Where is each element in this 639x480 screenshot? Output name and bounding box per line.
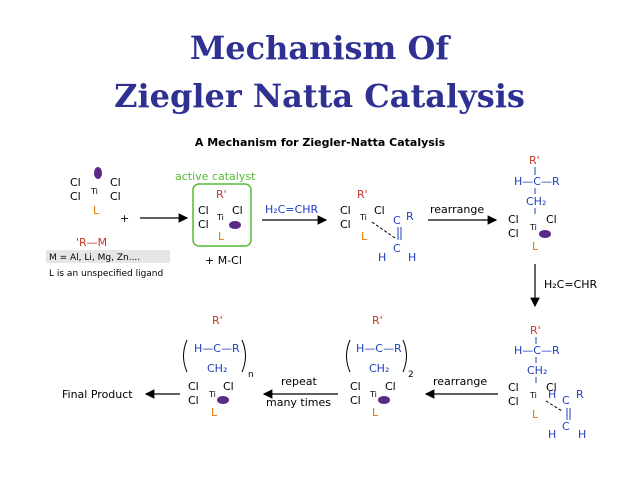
mechanism-diagram: A Mechanism for Ziegler-Natta Catalysis … — [46, 136, 598, 441]
svg-text:L: L — [532, 408, 539, 421]
svg-text:Cl: Cl — [340, 218, 351, 231]
insertion-product: R' H—C—R CH₂ Cl Cl Cl Ti L — [508, 154, 560, 253]
rearrange-label-1: rearrange — [430, 203, 484, 216]
svg-text:Cl: Cl — [188, 394, 199, 407]
svg-text:H—C—R: H—C—R — [514, 175, 560, 188]
svg-text:H: H — [548, 428, 556, 441]
svg-text:H: H — [408, 251, 416, 264]
figure-heading: A Mechanism for Ziegler-Natta Catalysis — [195, 136, 446, 149]
vacant-orbital-icon — [94, 167, 102, 179]
svg-text:Cl: Cl — [508, 381, 519, 394]
svg-text:R': R' — [216, 188, 227, 201]
svg-text:R: R — [576, 388, 584, 401]
svg-text:Cl: Cl — [70, 176, 81, 189]
svg-text:Cl: Cl — [110, 176, 121, 189]
svg-text:C: C — [393, 242, 401, 255]
pi-complex: R' Cl Cl Cl Ti L C R C H H — [340, 188, 416, 264]
polymer-chain: R' H—C—R CH₂ n Cl Cl Cl Ti L — [183, 314, 254, 419]
svg-text:Ti: Ti — [216, 213, 224, 222]
byproduct: + M-Cl — [205, 254, 242, 267]
metal-definition-box — [46, 250, 170, 263]
svg-text:Cl: Cl — [546, 213, 557, 226]
svg-text:L: L — [93, 204, 100, 217]
svg-text:L: L — [361, 230, 368, 243]
svg-text:L: L — [372, 406, 379, 419]
svg-text:Ti: Ti — [529, 223, 537, 232]
vacant-orbital-icon — [378, 396, 390, 404]
svg-text:Cl: Cl — [110, 190, 121, 203]
svg-text:Cl: Cl — [546, 381, 557, 394]
svg-text:H: H — [378, 251, 386, 264]
svg-text:R': R' — [372, 314, 383, 327]
active-catalyst: R' Cl Cl Cl Ti L — [198, 188, 243, 243]
svg-text:C: C — [393, 214, 401, 227]
vacant-orbital-icon — [539, 230, 551, 238]
ligand-note: L is an unspecified ligand — [49, 269, 163, 279]
svg-text:Cl: Cl — [198, 218, 209, 231]
vacant-orbital-icon — [217, 396, 229, 404]
active-catalyst-label: active catalyst — [175, 170, 256, 183]
svg-text:CH₂: CH₂ — [369, 362, 389, 375]
svg-text:Cl: Cl — [340, 204, 351, 217]
svg-text:R': R' — [530, 324, 541, 337]
svg-text:H: H — [548, 388, 556, 401]
svg-text:Cl: Cl — [232, 204, 243, 217]
repeat-label: repeat — [281, 375, 318, 388]
svg-text:H—C—R: H—C—R — [194, 342, 240, 355]
svg-text:Cl: Cl — [188, 380, 199, 393]
final-product-label: Final Product — [62, 388, 133, 401]
slide-title-line-1: Mechanism Of — [189, 29, 450, 67]
svg-text:Cl: Cl — [508, 213, 519, 226]
svg-text:Ti: Ti — [359, 213, 367, 222]
vacant-orbital-icon — [229, 221, 241, 229]
svg-text:L: L — [532, 240, 539, 253]
svg-text:C: C — [562, 420, 570, 433]
svg-text:C: C — [562, 394, 570, 407]
svg-text:2: 2 — [408, 370, 414, 380]
svg-text:Ti: Ti — [529, 391, 537, 400]
svg-text:R': R' — [529, 154, 540, 167]
svg-text:R: R — [406, 210, 414, 223]
second-pi-complex: R' H—C—R CH₂ Cl Cl Cl Ti L H C R C H H — [508, 324, 586, 441]
alkyl-metal-reagent: 'R—M — [76, 236, 107, 249]
svg-text:CH₂: CH₂ — [527, 364, 547, 377]
svg-text:Cl: Cl — [70, 190, 81, 203]
svg-text:Cl: Cl — [198, 204, 209, 217]
svg-text:L: L — [218, 230, 225, 243]
monomer-label-1: H₂C=CHR — [265, 203, 319, 216]
svg-text:Cl: Cl — [508, 395, 519, 408]
many-times-label: many times — [266, 396, 331, 409]
svg-text:Cl: Cl — [374, 204, 385, 217]
svg-text:n: n — [248, 370, 254, 380]
svg-text:R': R' — [357, 188, 368, 201]
monomer-label-2: H₂C=CHR — [544, 278, 598, 291]
metal-definition: M = Al, Li, Mg, Zn.... — [49, 253, 140, 263]
titanium-tetrachloride: Cl Cl Cl Cl Ti L — [70, 167, 121, 217]
svg-text:Cl: Cl — [508, 227, 519, 240]
growing-chain-2: R' H—C—R CH₂ 2 Cl Cl Cl Ti L — [346, 314, 414, 419]
slide-title-line-2: Ziegler Natta Catalysis — [114, 77, 525, 115]
rearrange-label-2: rearrange — [433, 375, 487, 388]
svg-text:CH₂: CH₂ — [207, 362, 227, 375]
svg-text:Ti: Ti — [90, 187, 98, 196]
svg-text:Cl: Cl — [350, 380, 361, 393]
svg-text:Cl: Cl — [350, 394, 361, 407]
svg-text:Cl: Cl — [385, 380, 396, 393]
active-catalyst-box — [192, 183, 252, 247]
svg-text:CH₂: CH₂ — [526, 195, 546, 208]
svg-text:H—C—R: H—C—R — [356, 342, 402, 355]
svg-text:Ti: Ti — [208, 390, 216, 399]
svg-text:H—C—R: H—C—R — [514, 344, 560, 357]
svg-text:Ti: Ti — [369, 390, 377, 399]
svg-text:H: H — [578, 428, 586, 441]
svg-text:R': R' — [212, 314, 223, 327]
plus-sign: + — [120, 212, 129, 225]
svg-text:Cl: Cl — [223, 380, 234, 393]
svg-text:L: L — [211, 406, 218, 419]
